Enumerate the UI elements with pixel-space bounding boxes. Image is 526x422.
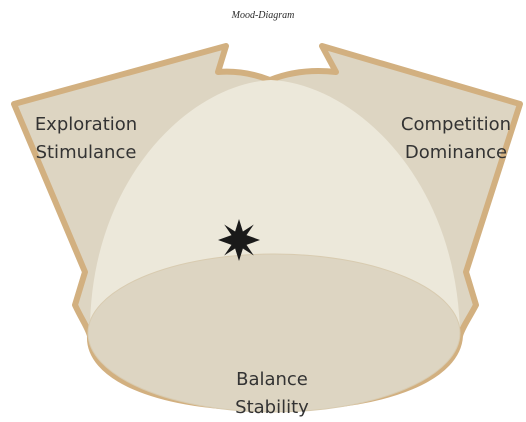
- right-label-line1: Competition: [401, 114, 511, 135]
- balance-ellipse: [87, 253, 461, 413]
- right-label-line2: Dominance: [405, 142, 507, 163]
- bottom-label-line1: Balance: [236, 369, 308, 390]
- star-marker-icon: [218, 219, 260, 261]
- diagram-title: Mood-Diagram: [231, 10, 295, 21]
- bottom-label-line2: Stability: [235, 397, 309, 418]
- left-label-line1: Exploration: [35, 114, 137, 135]
- left-label-line2: Stimulance: [36, 142, 137, 163]
